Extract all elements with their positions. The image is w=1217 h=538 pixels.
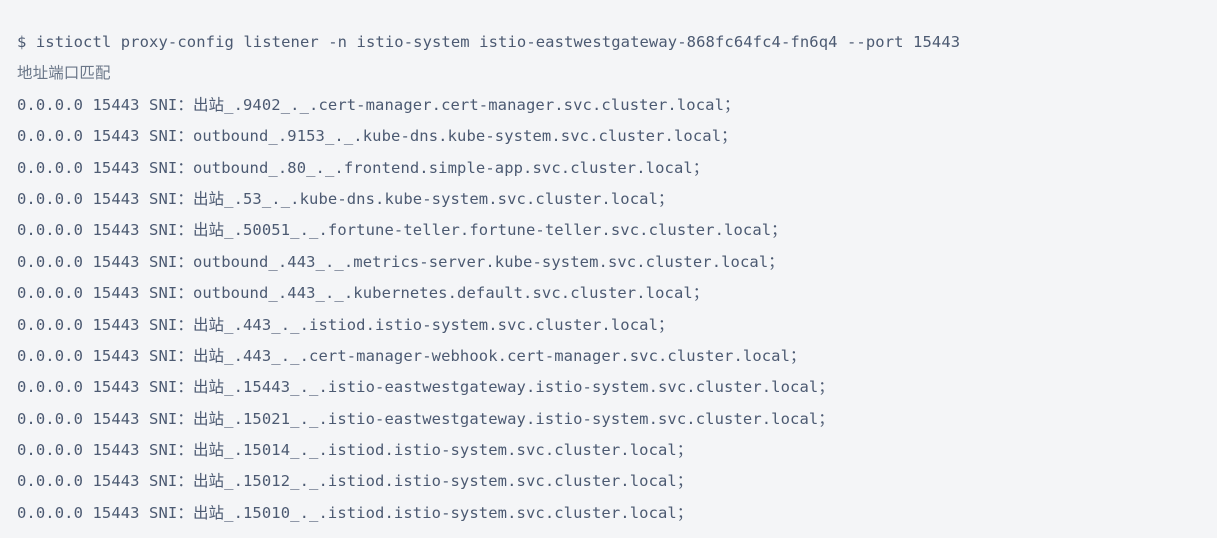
table-row: 0.0.0.0 15443 SNI：出站_.53_._.kube-dns.kub… [17,189,674,208]
table-row: 0.0.0.0 15443 SNI：出站_.443_._.cert-manage… [17,346,806,365]
table-row: 0.0.0.0 15443 SNI：出站_.15010_._.istiod.is… [17,503,693,522]
table-row: 0.0.0.0 15443 SNI：outbound_.9153_._.kube… [17,127,737,146]
table-header: 地址端口匹配 [17,64,111,83]
table-row: 0.0.0.0 15443 SNI：outbound_.443_._.kuber… [17,284,709,303]
table-row: 0.0.0.0 15443 SNI：outbound_.80_._.fronte… [17,158,709,177]
table-row: 0.0.0.0 15443 SNI：出站_.15012_._.istiod.is… [17,472,693,491]
table-row: 0.0.0.0 15443 SNI：出站_.15443_._.istio-eas… [17,378,834,397]
table-row: 0.0.0.0 15443 SNI：出站_.50051_._.fortune-t… [17,221,787,240]
command-line: $ istioctl proxy-config listener -n isti… [17,33,961,51]
table-row: 0.0.0.0 15443 SNI：出站_.15014_._.istiod.is… [17,441,693,460]
table-row: 0.0.0.0 15443 SNI：出站_.15021_._.istio-eas… [17,409,834,428]
table-row: 0.0.0.0 15443 SNI：出站_.443_._.istiod.isti… [17,315,674,334]
table-row: 0.0.0.0 15443 SNI：出站_.9402_._.cert-manag… [17,95,740,114]
table-row: 0.0.0.0 15443 SNI：outbound_.443_._.metri… [17,252,784,271]
